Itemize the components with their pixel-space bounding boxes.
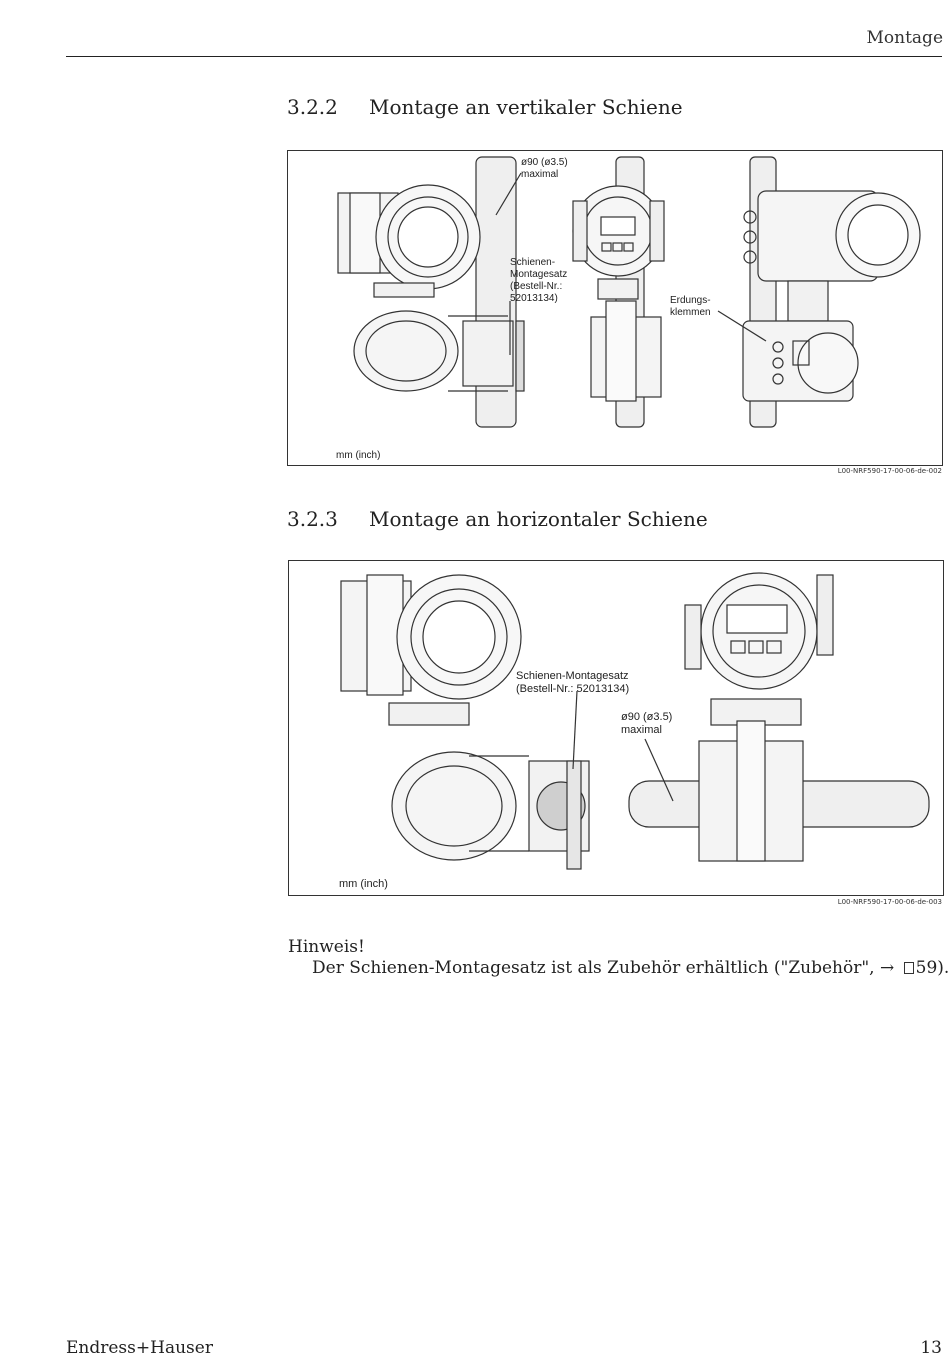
label-kit-line2: (Bestell-Nr.: 52013134) (516, 683, 629, 695)
note-text-before: Der Schienen-Montagesatz ist als Zubehör… (312, 958, 880, 978)
figure-id-horizontal: L00-NRF590-17-00-06-de-003 (837, 898, 942, 906)
footer-page-number: 13 (920, 1338, 942, 1358)
section-title-horizontal: Montage an horizontaler Schiene (369, 507, 708, 531)
label-diameter-line2: maximal (621, 724, 662, 736)
label-kit-line4: 52013134) (510, 293, 558, 304)
vertical-mounting-drawing: ø90 (ø3.5) maximal Schienen- Montagesatz… (336, 156, 921, 461)
label-unit: mm (inch) (336, 450, 380, 461)
note-text-after: ). (937, 958, 950, 978)
label-diameter-line2: maximal (521, 169, 558, 180)
section-number-vertical: 3.2.2 (287, 95, 338, 119)
note-arrow: → (879, 958, 895, 978)
label-kit-line1: Schienen- (510, 257, 555, 268)
note-text: Der Schienen-Montagesatz ist als Zubehör… (312, 958, 949, 978)
label-diameter-line1: ø90 (ø3.5) (521, 157, 568, 168)
note-label: Hinweis! (288, 937, 365, 957)
label-ground-line1: Erdungs- (670, 295, 711, 306)
page-ref-icon (903, 962, 914, 974)
label-ground-line2: klemmen (670, 307, 711, 318)
label-diameter-line1: ø90 (ø3.5) (621, 711, 672, 723)
section-number-horizontal: 3.2.3 (287, 507, 338, 531)
note-page-ref[interactable]: 59 (915, 958, 938, 978)
label-kit-line2: Montagesatz (510, 269, 567, 280)
footer-brand: Endress+Hauser (66, 1338, 213, 1358)
label-unit: mm (inch) (339, 878, 388, 890)
section-title-vertical: Montage an vertikaler Schiene (369, 95, 683, 119)
figure-horizontal-mounting: Schienen-Montagesatz (Bestell-Nr.: 52013… (288, 560, 944, 896)
figure-vertical-mounting: ø90 (ø3.5) maximal Schienen- Montagesatz… (287, 150, 943, 466)
figure-id-vertical: L00-NRF590-17-00-06-de-002 (837, 467, 942, 475)
label-kit-line1: Schienen-Montagesatz (516, 670, 629, 682)
horizontal-mounting-drawing: Schienen-Montagesatz (Bestell-Nr.: 52013… (339, 572, 930, 890)
label-kit-line3: (Bestell-Nr.: (510, 281, 562, 292)
running-header: Montage (866, 28, 944, 48)
header-rule (66, 56, 942, 57)
